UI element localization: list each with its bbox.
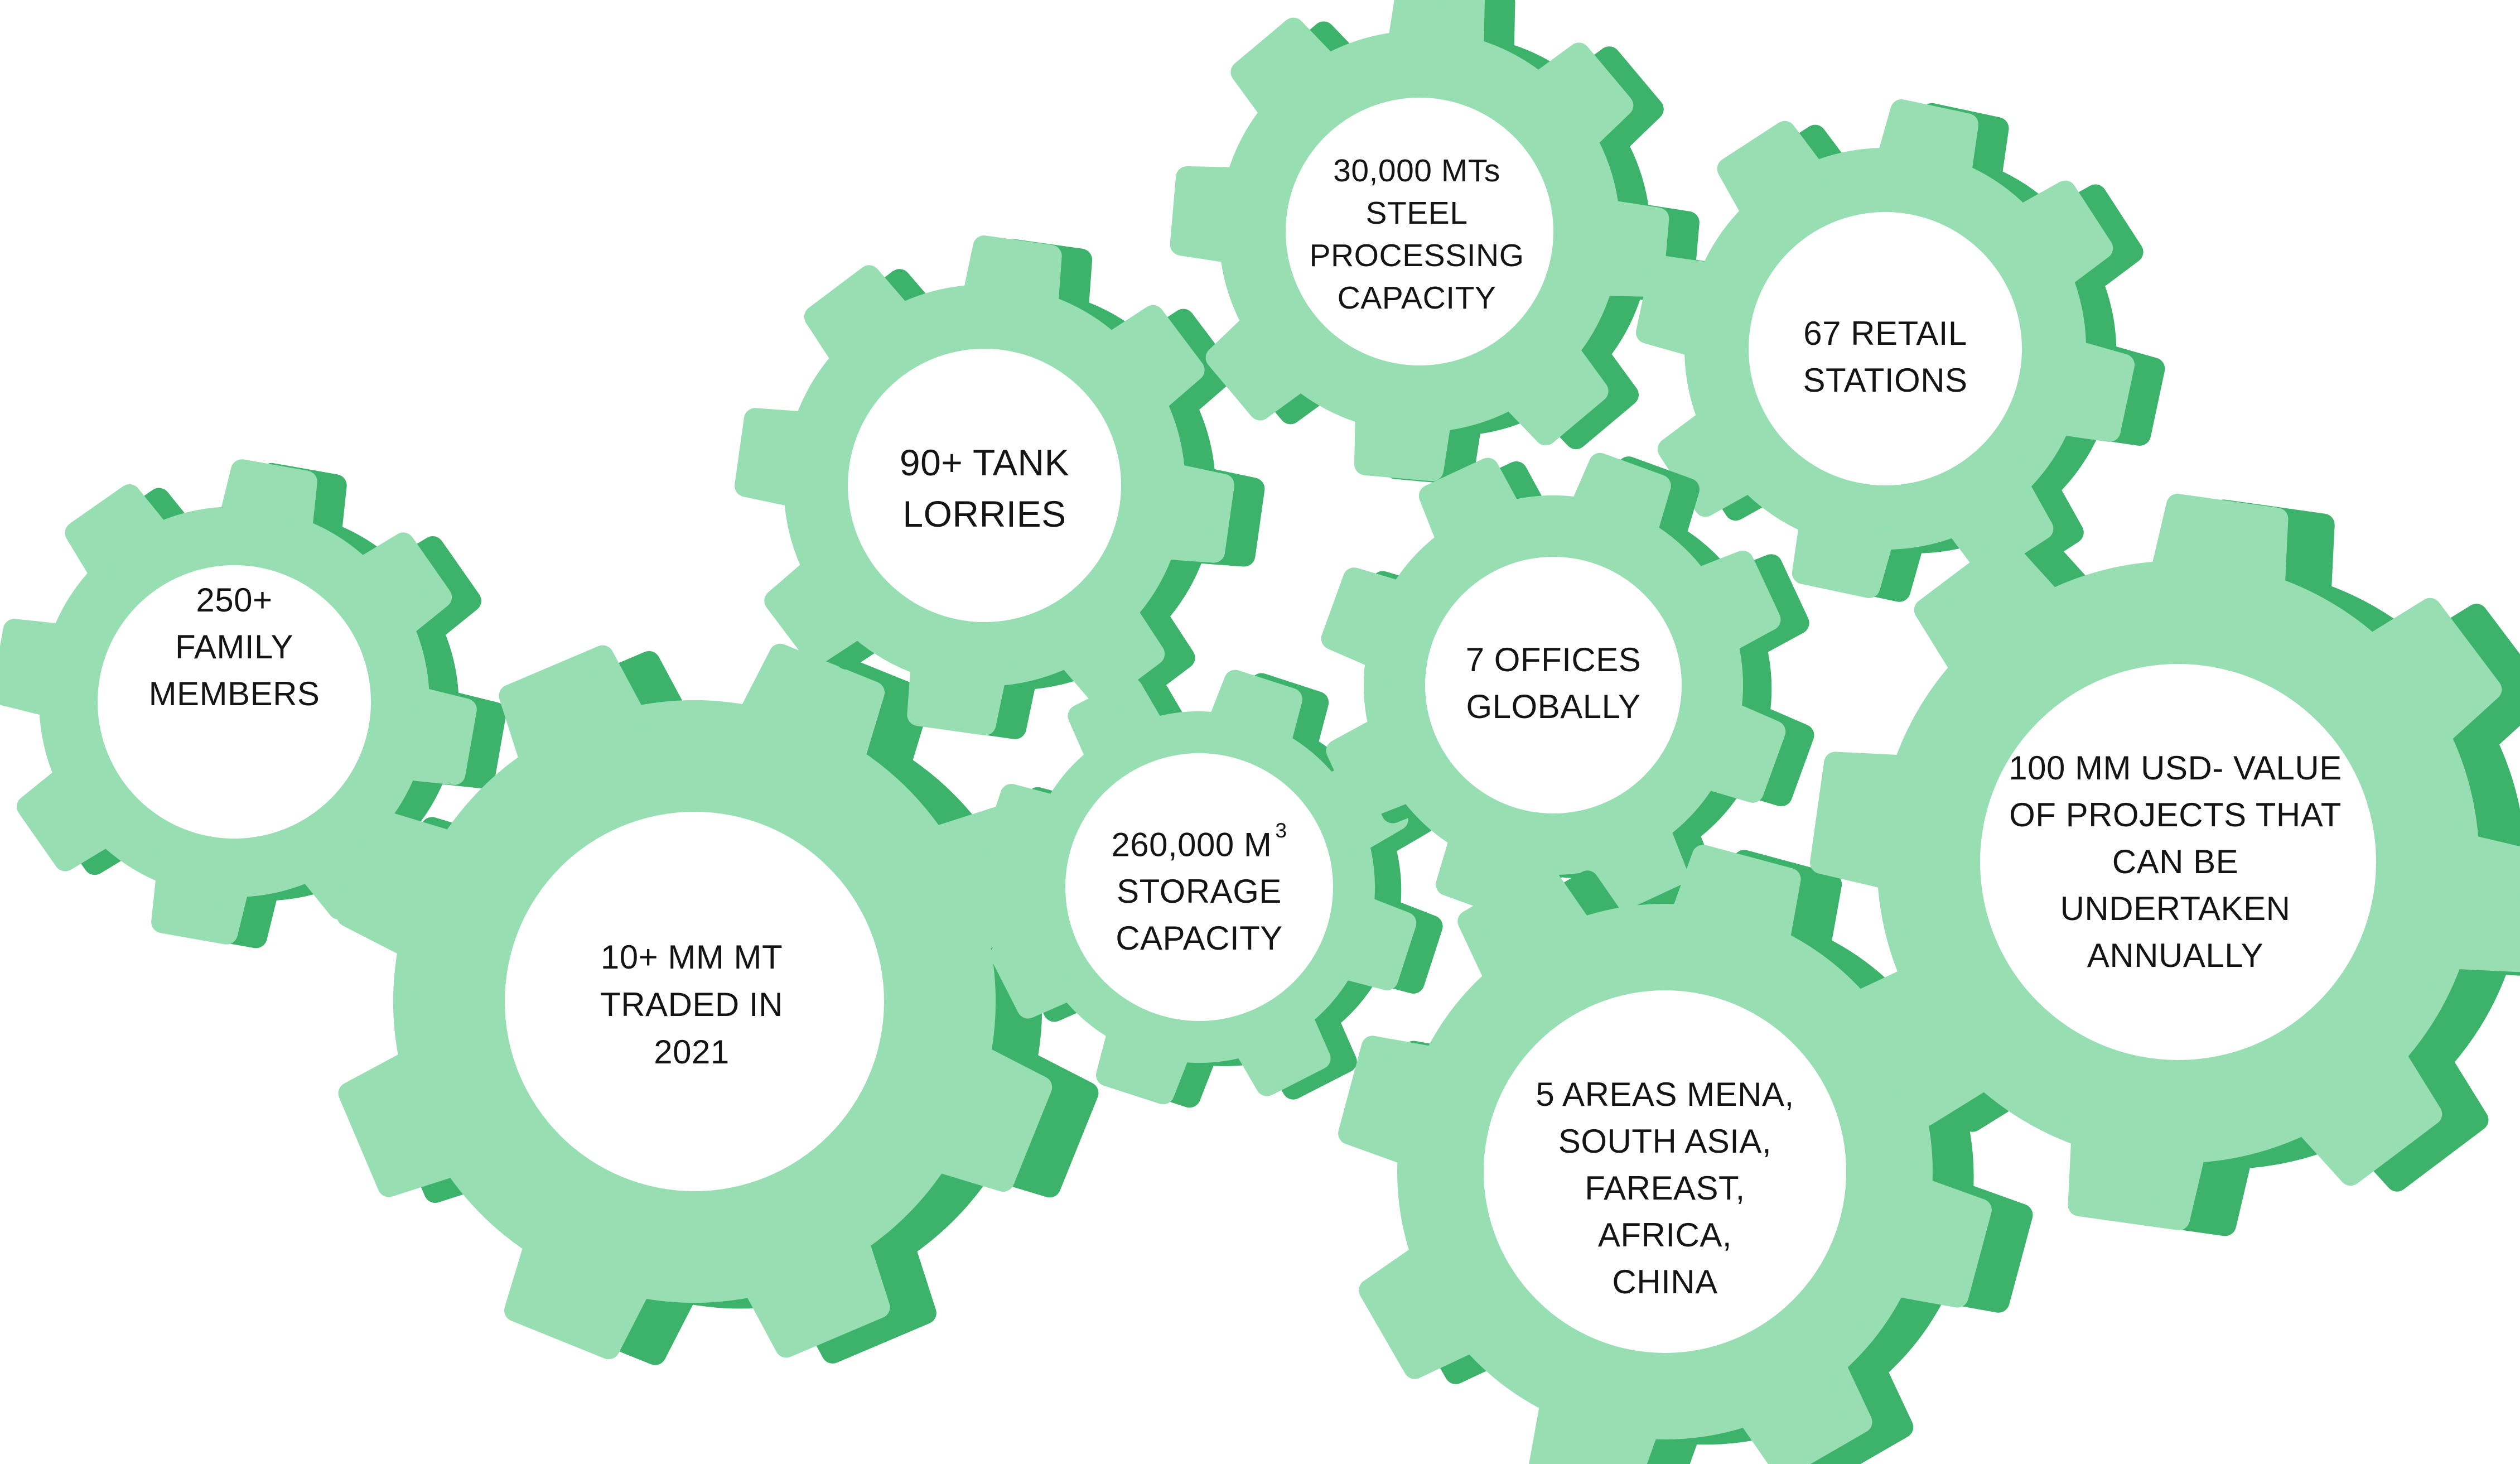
gear-center xyxy=(848,349,1121,622)
gear-tank-lorries xyxy=(735,235,1265,739)
line: CHINA xyxy=(1612,1263,1718,1301)
line: SOUTH ASIA, xyxy=(1558,1123,1772,1160)
line: STEEL xyxy=(1365,195,1468,231)
line: CAPACITY xyxy=(1337,280,1496,316)
label-family-members: 250+ FAMILY MEMBERS xyxy=(95,575,374,720)
line: CAN BE xyxy=(2112,843,2239,880)
line: 90+ TANK xyxy=(899,442,1070,483)
gear-center xyxy=(98,565,371,839)
line: STORAGE xyxy=(1117,873,1282,911)
superscript: 3 xyxy=(1275,818,1287,842)
gear-family-members xyxy=(0,459,506,948)
line: CAPACITY xyxy=(1116,919,1283,957)
line: 30,000 MTs xyxy=(1333,153,1500,189)
line: FAREAST, xyxy=(1585,1169,1745,1207)
line: ANNUALLY xyxy=(2087,937,2264,974)
gear-retail-stations xyxy=(1636,99,2165,602)
label-offices: 7 OFFICES GLOBALLY xyxy=(1386,633,1721,734)
gear-center xyxy=(1065,753,1333,1021)
line: OF PROJECTS THAT xyxy=(2009,796,2342,834)
gear-projects-value xyxy=(1810,494,2520,1236)
line: LORRIES xyxy=(902,493,1066,534)
line: PROCESSING xyxy=(1309,238,1524,273)
gear-center xyxy=(1425,557,1682,813)
label-mt-traded: 10+ MM MT TRADED IN 2021 xyxy=(524,926,859,1082)
line: UNDERTAKEN xyxy=(2060,890,2291,927)
gear-center xyxy=(1484,990,1846,1353)
line: 5 AREAS MENA, xyxy=(1536,1076,1794,1113)
line: TRADED IN xyxy=(600,985,783,1023)
gear-center xyxy=(1980,664,2376,1060)
label-steel-processing: 30,000 MTs STEEL PROCESSING CAPACITY xyxy=(1249,139,1584,329)
line: 7 OFFICES xyxy=(1465,641,1642,678)
line: 67 RETAIL xyxy=(1803,315,1967,352)
gear-center xyxy=(505,812,884,1191)
gear-areas xyxy=(1338,845,2033,1464)
gear-mt-traded xyxy=(336,643,1099,1365)
label-projects-value: 100 MM USD- VALUE OF PROJECTS THAT CAN B… xyxy=(1969,745,2382,979)
gear-storage-capacity xyxy=(982,670,1443,1108)
line: 250+ xyxy=(196,581,273,619)
label-tank-lorries: 90+ TANK LORRIES xyxy=(817,427,1152,550)
line: 10+ MM MT xyxy=(600,938,783,976)
line: 100 MM USD- VALUE xyxy=(2009,749,2342,787)
line: FAMILY xyxy=(175,628,293,666)
gear-center xyxy=(1286,98,1553,365)
line: MEMBERS xyxy=(148,675,320,712)
line: AFRICA, xyxy=(1597,1216,1732,1254)
label-retail-stations: 67 RETAIL STATIONS xyxy=(1718,307,2053,407)
gear-center xyxy=(1749,212,2022,485)
gear-offices xyxy=(1321,452,1814,921)
line: 2021 xyxy=(654,1033,730,1071)
line: GLOBALLY xyxy=(1466,688,1641,725)
label-areas: 5 AREAS MENA, SOUTH ASIA, FAREAST, AFRIC… xyxy=(1498,1071,1832,1306)
gear-steel-processing xyxy=(1170,0,1700,485)
line: STATIONS xyxy=(1803,362,1968,399)
